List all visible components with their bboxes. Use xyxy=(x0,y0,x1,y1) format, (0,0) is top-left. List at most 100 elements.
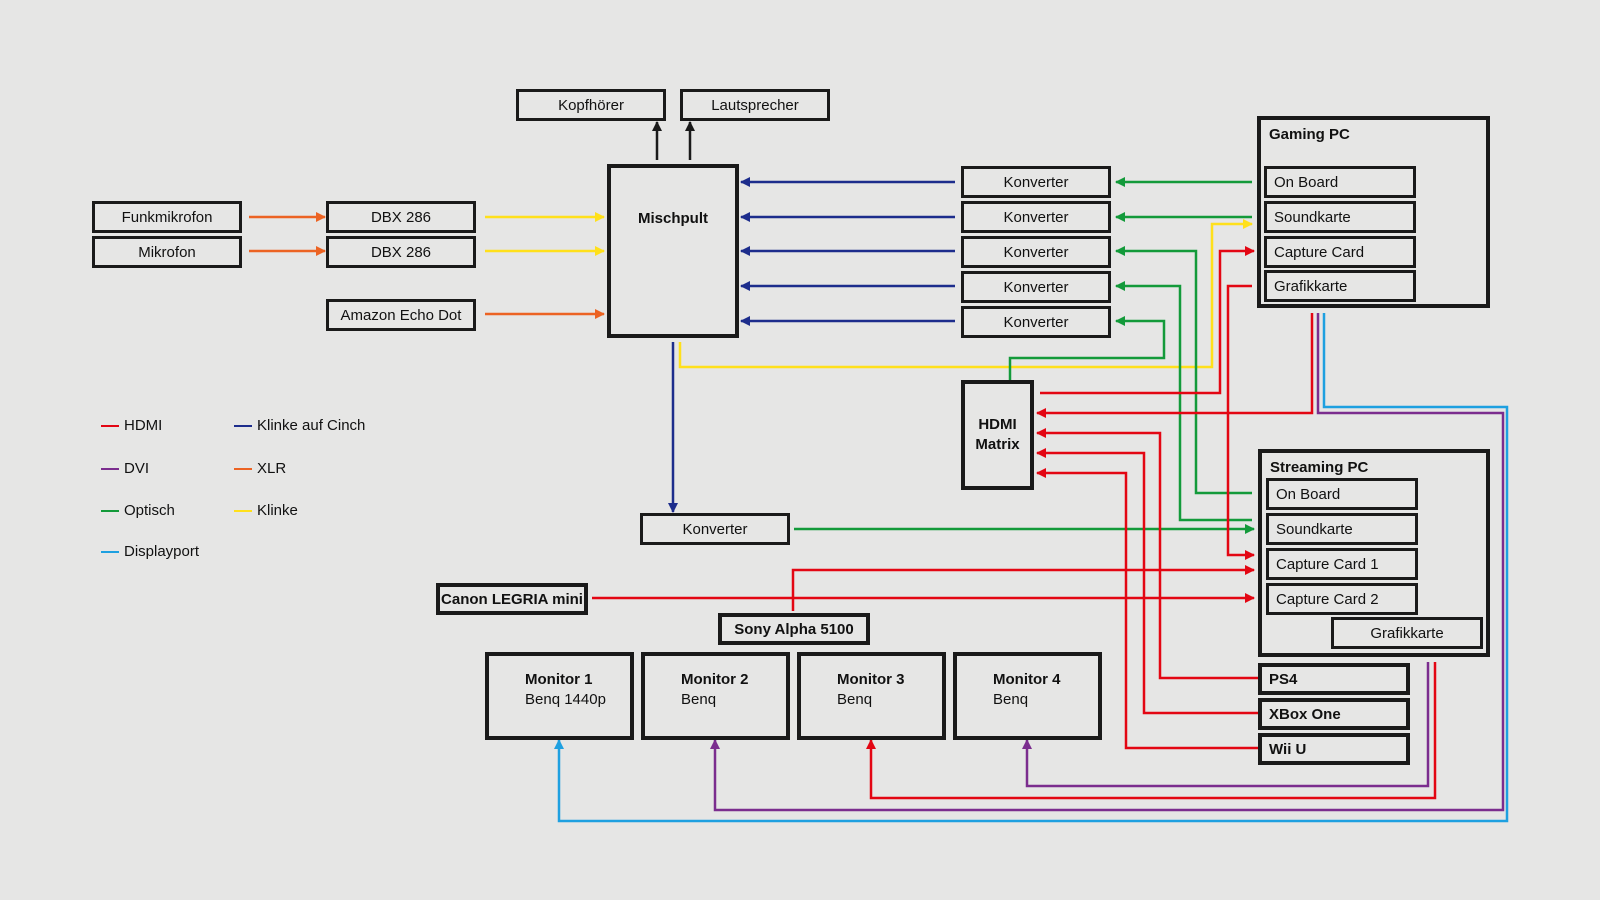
monitor-1-node: Monitor 1 Benq 1440p xyxy=(485,652,634,740)
mikrofon-label: Mikrofon xyxy=(138,243,196,261)
konverter-label-1: Konverter xyxy=(1003,173,1069,191)
streaming-on-board-label: On Board xyxy=(1276,485,1341,503)
legend-item-dvi: DVI xyxy=(101,460,149,477)
legend-label-klinke-auf-cinch: Klinke auf Cinch xyxy=(257,417,366,434)
konverter-node-5: Konverter xyxy=(961,306,1111,338)
legend-label-optisch: Optisch xyxy=(124,502,175,519)
monitor-2-node: Monitor 2 Benq xyxy=(641,652,790,740)
monitor-3-model: Benq xyxy=(837,691,873,708)
monitor-4-title: Monitor 4 xyxy=(993,671,1061,688)
legend-label-hdmi: HDMI xyxy=(124,417,163,434)
streaming-grafikkarte-label: Grafikkarte xyxy=(1370,624,1444,642)
legend-label-klinke: Klinke xyxy=(257,502,298,519)
line-hdmimatrix-gaming-capture xyxy=(1040,246,1255,395)
streaming-pc-title: Streaming PC xyxy=(1270,459,1369,476)
streaming-soundkarte: Soundkarte xyxy=(1266,513,1418,545)
streaming-capture-card-2: Capture Card 2 xyxy=(1266,583,1418,615)
legend-label-xlr: XLR xyxy=(257,460,287,477)
line-mischpult-gaming-soundkarte xyxy=(678,219,1253,369)
legend-item-klinke-auf-cinch: Klinke auf Cinch xyxy=(234,417,365,434)
lautsprecher-label: Lautsprecher xyxy=(711,96,799,114)
konverter-node-3: Konverter xyxy=(961,236,1111,268)
legend-label-displayport: Displayport xyxy=(124,543,200,560)
streaming-soundkarte-label: Soundkarte xyxy=(1276,520,1353,538)
legend-swatch-klinke-auf-cinch xyxy=(234,424,252,427)
dbx286-label-1: DBX 286 xyxy=(370,208,432,226)
gaming-soundkarte-label: Soundkarte xyxy=(1274,208,1351,226)
legend-swatch-optisch xyxy=(101,509,119,512)
streaming-capture-card-1-label: Capture Card 1 xyxy=(1276,555,1379,573)
line-streaming-monitor4 xyxy=(1022,662,1430,788)
konverter-label-2: Konverter xyxy=(1003,208,1069,226)
legend-item-klinke: Klinke xyxy=(234,502,298,519)
hdmi-matrix-node: HDMI Matrix xyxy=(961,380,1034,490)
canon-legria-node: Canon LEGRIA mini xyxy=(436,583,588,615)
legend-item-optisch: Optisch xyxy=(101,502,175,519)
konverter-label-6: Konverter xyxy=(682,520,748,538)
line-hdmimatrix-konverter5 xyxy=(1008,316,1166,380)
konverter-label-5: Konverter xyxy=(1003,313,1069,331)
line-streaming-soundkarte-konverter4 xyxy=(1115,281,1252,522)
line-gaming-grafik-streaming-capture1 xyxy=(1226,284,1255,560)
line-ps4-hdmimatrix xyxy=(1036,428,1258,680)
monitor-4-model: Benq xyxy=(993,691,1029,708)
amazon-echo-dot-label: Amazon Echo Dot xyxy=(340,306,462,324)
wii-u-label: Wii U xyxy=(1269,740,1307,758)
monitor-2-title: Monitor 2 xyxy=(681,671,749,688)
line-wiiu-hdmimatrix xyxy=(1036,468,1258,750)
gaming-capture-card: Capture Card xyxy=(1264,236,1416,268)
konverter-node-2: Konverter xyxy=(961,201,1111,233)
monitor-1-title: Monitor 1 xyxy=(525,671,593,688)
streaming-capture-card-2-label: Capture Card 2 xyxy=(1276,590,1379,608)
legend-swatch-displayport xyxy=(101,550,119,553)
hdmi-matrix-label-line2: Matrix xyxy=(975,436,1020,453)
monitor-4-node: Monitor 4 Benq xyxy=(953,652,1102,740)
kopfhoerer-node: Kopfhörer xyxy=(516,89,666,121)
kopfhoerer-label: Kopfhörer xyxy=(558,96,624,114)
dbx286-node-1: DBX 286 xyxy=(326,201,476,233)
dbx286-label-2: DBX 286 xyxy=(370,243,432,261)
monitor-2-model: Benq xyxy=(681,691,717,708)
monitor-3-node: Monitor 3 Benq xyxy=(797,652,946,740)
gaming-grafikkarte: Grafikkarte xyxy=(1264,270,1416,302)
gaming-pc-title: Gaming PC xyxy=(1269,126,1350,143)
mischpult-label: Mischpult xyxy=(638,210,708,227)
hdmi-matrix-label-line1: HDMI xyxy=(978,416,1017,433)
konverter-label-4: Konverter xyxy=(1003,278,1069,296)
mikrofon-node: Mikrofon xyxy=(92,236,242,268)
line-gaming-monitor1 xyxy=(554,313,1509,823)
line-streaming-grafik-monitor3 xyxy=(866,662,1437,800)
line-sony-streaming-capture1 xyxy=(791,565,1255,611)
line-xbox-hdmimatrix xyxy=(1036,448,1258,715)
ps4-node: PS4 xyxy=(1258,663,1410,695)
streaming-on-board: On Board xyxy=(1266,478,1418,510)
gaming-capture-card-label: Capture Card xyxy=(1274,243,1365,261)
line-gaming-monitor2 xyxy=(710,313,1505,812)
wii-u-node: Wii U xyxy=(1258,733,1410,765)
canon-legria-label: Canon LEGRIA mini xyxy=(441,590,583,608)
legend-swatch-xlr xyxy=(234,467,252,470)
legend-swatch-klinke xyxy=(234,509,252,512)
mischpult-node: Mischpult xyxy=(607,164,739,338)
streaming-grafikkarte: Grafikkarte xyxy=(1331,617,1483,649)
legend-item-xlr: XLR xyxy=(234,460,286,477)
amazon-echo-dot-node: Amazon Echo Dot xyxy=(326,299,476,331)
gaming-on-board-label: On Board xyxy=(1274,173,1339,191)
ps4-label: PS4 xyxy=(1269,670,1298,688)
legend-item-hdmi: HDMI xyxy=(101,417,162,434)
line-streaming-onboard-konverter3 xyxy=(1115,246,1252,495)
dbx286-node-2: DBX 286 xyxy=(326,236,476,268)
konverter-node-4: Konverter xyxy=(961,271,1111,303)
legend-swatch-dvi xyxy=(101,467,119,470)
funkmikrofon-node: Funkmikrofon xyxy=(92,201,242,233)
monitor-1-model: Benq 1440p xyxy=(525,691,606,708)
legend-swatch-hdmi xyxy=(101,424,119,427)
monitor-3-title: Monitor 3 xyxy=(837,671,905,688)
konverter-node-6: Konverter xyxy=(640,513,790,545)
xbox-one-node: XBox One xyxy=(1258,698,1410,730)
konverter-label-3: Konverter xyxy=(1003,243,1069,261)
sony-alpha-label: Sony Alpha 5100 xyxy=(734,620,854,638)
legend-item-displayport: Displayport xyxy=(101,543,199,560)
